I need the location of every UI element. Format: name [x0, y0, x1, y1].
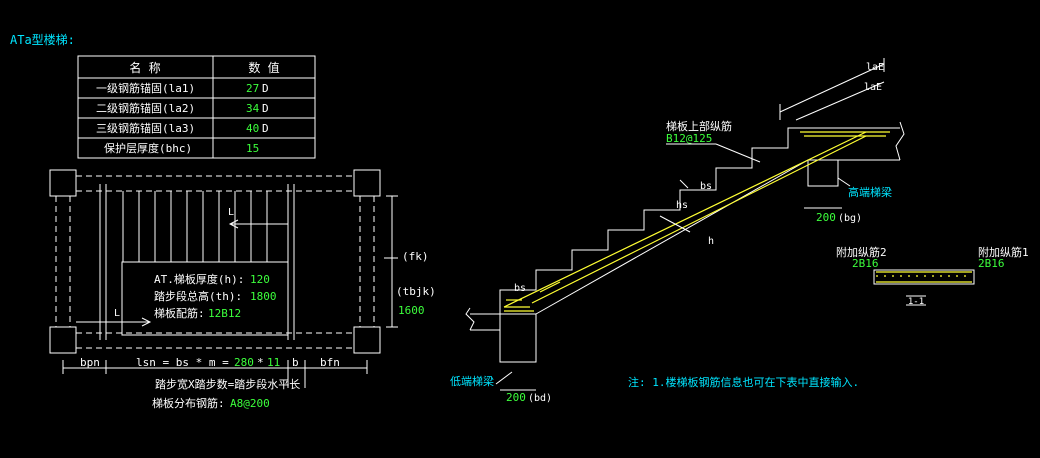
plan-caption-2-label: 梯板分布钢筋:	[152, 396, 225, 410]
plan-caption-2-value[interactable]: A8@200	[230, 397, 270, 410]
bg-label: (bg)	[838, 213, 862, 224]
column-bottom-right	[353, 326, 381, 354]
lae-label-1: laE	[866, 62, 884, 73]
bg-value[interactable]: 200	[816, 211, 836, 224]
extra-rebar-1-label: 附加纵筋1	[978, 245, 1029, 259]
plan-view: AT.梯板厚度(h): 120 踏步段总高(th): 1800 梯板配筋: 12…	[49, 169, 436, 410]
bd-value[interactable]: 200	[506, 391, 526, 404]
table-row-unit: D	[262, 102, 269, 115]
plan-caption-1: 踏步宽X踏步数=踏步段水平长	[155, 377, 300, 391]
b-label: b	[292, 356, 299, 369]
table-row-unit: D	[262, 82, 269, 95]
plan-l-mark-top: L	[228, 207, 234, 218]
section-view: laE laE 梯板上部纵筋 B12@125 bs hs bs h 高端梯梁 2…	[450, 58, 1029, 404]
h-mark: h	[708, 236, 714, 247]
table-row-unit: D	[262, 122, 269, 135]
stair-profile	[470, 127, 900, 315]
column-bottom-left	[49, 326, 77, 354]
extra-rebar-1-value[interactable]: 2B16	[978, 257, 1005, 270]
lae-label-2: laE	[864, 82, 882, 93]
column-top-right	[353, 169, 381, 197]
section-rebar	[503, 131, 890, 312]
lsn-formula: lsn = bs * m =	[136, 356, 229, 369]
plan-info-box	[121, 261, 289, 336]
thickness-value[interactable]: 120	[250, 273, 270, 286]
top-rebar-label: 梯板上部纵筋	[666, 119, 732, 133]
table-row-value[interactable]: 15	[246, 142, 259, 155]
low-end-beam-label: 低端梯梁	[450, 374, 494, 388]
table-row-name: 保护层厚度(bhc)	[104, 141, 192, 155]
table-row-name: 一级钢筋锚固(la1)	[96, 81, 195, 95]
tbjk-label: (tbjk)	[396, 285, 436, 298]
height-label: 踏步段总高(th):	[154, 289, 242, 303]
section-mark: 1-1	[908, 297, 924, 307]
table-row-name: 二级钢筋锚固(la2)	[96, 101, 195, 115]
table-header-value: 数 值	[248, 60, 279, 75]
table-header-name: 名 称	[129, 60, 160, 75]
table-row-value[interactable]: 40	[246, 122, 259, 135]
bs-top-label: bs	[700, 181, 712, 192]
rebar-label: 梯板配筋:	[154, 306, 205, 320]
rebar-value[interactable]: 12B12	[208, 307, 241, 320]
tbjk-value[interactable]: 1600	[398, 304, 425, 317]
m-value[interactable]: 11	[267, 356, 280, 369]
low-end-beam-shape	[499, 313, 537, 363]
bd-label: (bd)	[528, 393, 552, 404]
table-row-value[interactable]: 27	[246, 82, 259, 95]
slab-underside	[535, 159, 809, 315]
drawing-title: ATa型楼梯:	[10, 32, 75, 47]
hs-label: hs	[676, 200, 688, 211]
table-row-name: 三级钢筋锚固(la3)	[96, 121, 195, 135]
top-rebar-value[interactable]: B12@125	[666, 132, 712, 145]
high-end-beam-label: 高端梯梁	[848, 185, 892, 199]
table-row-value[interactable]: 34	[246, 102, 260, 115]
fk-label: (fk)	[402, 250, 429, 263]
plan-l-mark-bottom: L	[114, 308, 120, 319]
height-value[interactable]: 1800	[250, 290, 277, 303]
plan-treads	[122, 191, 268, 262]
table-frame	[77, 55, 316, 159]
bs-bottom-label: bs	[514, 283, 526, 294]
thickness-label: AT.梯板厚度(h):	[154, 272, 244, 286]
times-sign: *	[257, 356, 264, 369]
high-end-beam-shape	[807, 159, 839, 187]
extra-rebar-2-value[interactable]: 2B16	[852, 257, 879, 270]
bs-value[interactable]: 280	[234, 356, 254, 369]
bpn-label: bpn	[80, 356, 100, 369]
bfn-label: bfn	[320, 356, 340, 369]
extra-rebar-2-label: 附加纵筋2	[836, 245, 887, 259]
note-text: 注: 1.楼梯板钢筋信息也可在下表中直接输入.	[628, 375, 859, 389]
column-top-left	[49, 169, 77, 197]
parameter-table: 名 称 数 值 一级钢筋锚固(la1) 27 D 二级钢筋锚固(la2) 34 …	[77, 55, 316, 159]
extra-rebar-section	[873, 269, 975, 285]
